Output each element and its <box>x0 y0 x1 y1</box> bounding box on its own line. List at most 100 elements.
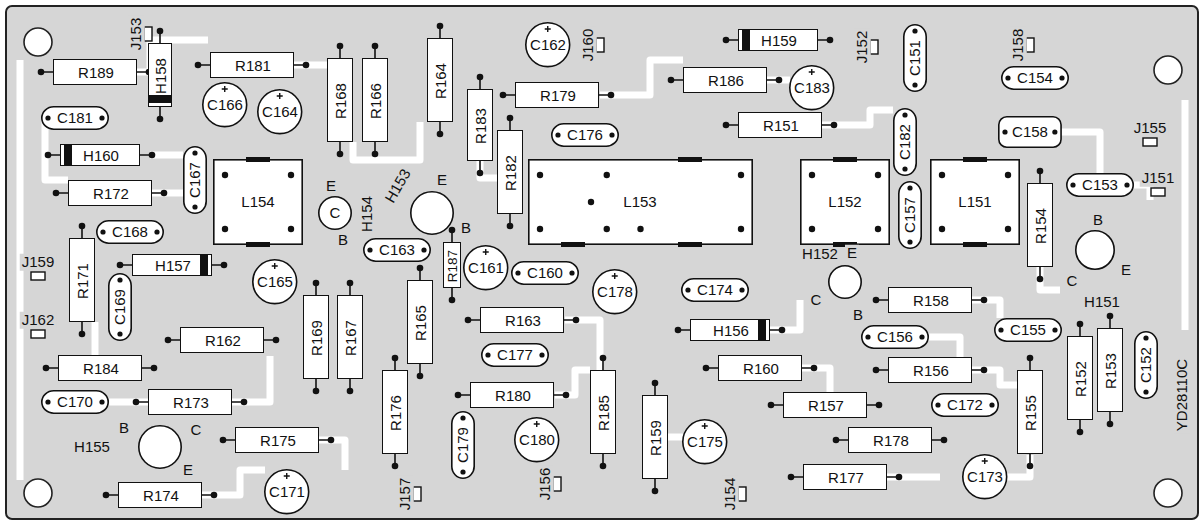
solder-pad <box>779 327 786 334</box>
capacitor-body: C174 <box>681 278 749 302</box>
solder-pad <box>831 122 838 129</box>
capacitor-body: C151 <box>903 24 927 92</box>
solder-pad <box>449 297 456 304</box>
resistor-body: R159 <box>642 395 668 479</box>
resistor-body: R160 <box>718 355 802 381</box>
solder-pad <box>165 337 172 344</box>
part-label: C156 <box>877 329 913 346</box>
part-label: L154 <box>241 194 274 211</box>
jumper-label: J162 <box>20 312 57 329</box>
solder-pad <box>941 437 948 444</box>
part-label: R151 <box>763 118 799 135</box>
solder-pad <box>1107 421 1114 428</box>
transistor-outline: H155 <box>138 425 182 469</box>
capacitor-body: C156 <box>861 325 929 349</box>
resistor-body: R187 <box>443 242 462 288</box>
part-label: R153 <box>1103 353 1120 389</box>
inductor-can: L152 <box>800 159 890 245</box>
diode-body: H156 <box>690 319 770 341</box>
electrolytic-capacitor: C180 <box>514 417 559 462</box>
solder-pad <box>79 223 86 230</box>
capacitor-body: C160 <box>511 261 579 285</box>
capacitor-body: C153 <box>1066 173 1134 197</box>
solder-pad <box>417 265 424 272</box>
solder-pad <box>303 62 310 69</box>
solder-pad <box>1037 276 1044 283</box>
part-label: R154 <box>1033 208 1050 244</box>
part-label: C151 <box>907 40 924 76</box>
resistor-body: R173 <box>148 389 232 415</box>
solder-pad <box>827 37 834 44</box>
solder-pad <box>811 365 818 372</box>
solder-pad <box>600 463 607 470</box>
jumper-pad <box>738 487 746 501</box>
part-label: R184 <box>83 361 119 378</box>
component-leads <box>38 23 1114 499</box>
jumper-pad <box>413 487 421 501</box>
part-label: C176 <box>567 127 603 144</box>
resistor-body: R183 <box>467 89 493 161</box>
solder-pad <box>449 227 456 234</box>
solder-pad <box>313 388 320 395</box>
solder-pad <box>873 297 880 304</box>
solder-pad <box>392 463 399 470</box>
inductor-can: L153 <box>528 159 753 245</box>
board-code: YD28110C <box>1174 357 1191 433</box>
part-label: R186 <box>708 73 744 90</box>
solder-pad <box>776 77 783 84</box>
part-label: C168 <box>112 224 148 241</box>
solder-pad <box>337 43 344 50</box>
pin-letter: B <box>1091 212 1105 229</box>
part-label: R181 <box>235 58 271 75</box>
part-label: H157 <box>155 258 191 275</box>
part-label: C182 <box>897 124 914 160</box>
capacitor-body: C182 <box>893 108 917 176</box>
part-label: C179 <box>455 427 472 463</box>
capacitor-body: C172 <box>931 393 999 417</box>
part-label: C180 <box>519 432 555 449</box>
solder-pad <box>723 37 730 44</box>
resistor-body: R189 <box>53 59 137 85</box>
pin-letter: B <box>117 420 131 437</box>
jumper-pad <box>31 330 45 338</box>
pin-letter: E <box>324 178 338 195</box>
part-label: H156 <box>713 323 749 340</box>
resistor-body: R165 <box>407 280 433 364</box>
solder-pad <box>337 151 344 158</box>
solder-pad <box>220 437 227 444</box>
resistor-body: R181 <box>210 52 294 78</box>
cathode-band <box>64 145 72 165</box>
part-label: H154 <box>359 196 376 232</box>
diode-body: H157 <box>132 254 212 276</box>
jumper-pad <box>1151 188 1165 196</box>
solder-pad <box>38 69 45 76</box>
part-label: R172 <box>93 186 129 203</box>
pin-letter: E <box>845 245 859 262</box>
resistor-body: R184 <box>58 355 142 381</box>
part-label: R168 <box>333 83 350 119</box>
solder-pad <box>573 317 580 324</box>
solder-pad <box>507 115 514 122</box>
pin-letter: B <box>851 307 865 324</box>
solder-pad <box>43 365 50 372</box>
electrolytic-capacitor: C161 <box>463 245 508 290</box>
solder-pad <box>241 399 248 406</box>
solder-pad <box>221 262 228 269</box>
copper-trace <box>480 161 497 178</box>
part-outline <box>410 191 454 235</box>
electrolytic-capacitor: C165 <box>252 259 297 304</box>
part-label: R185 <box>596 395 613 431</box>
pin-letter: C <box>328 205 343 222</box>
copper-trace <box>317 440 345 470</box>
mounting-hole <box>1154 479 1182 507</box>
part-label: C153 <box>1082 177 1118 194</box>
copper-trace <box>1061 132 1100 173</box>
jumper-pad <box>553 477 561 491</box>
part-label: R162 <box>205 333 241 350</box>
capacitor-body: C168 <box>96 220 164 244</box>
solder-pad <box>703 365 710 372</box>
solder-pad <box>1037 168 1044 175</box>
resistor-body: R167 <box>337 295 363 379</box>
pin-letter: B <box>336 232 350 249</box>
part-label: C163 <box>379 242 415 259</box>
